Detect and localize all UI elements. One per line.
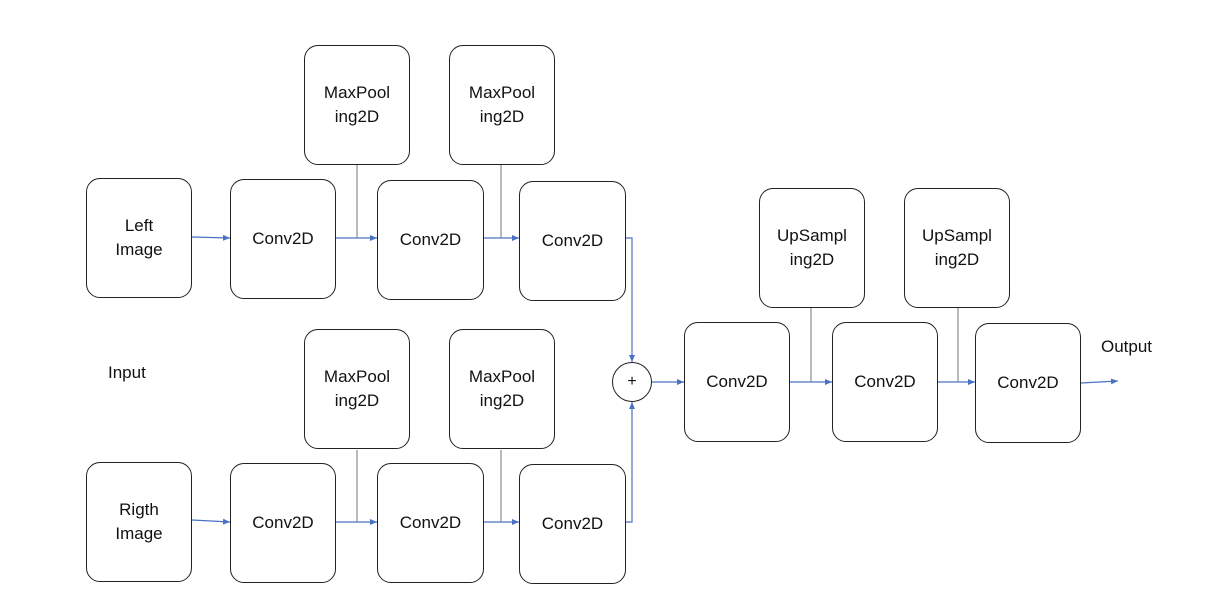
conv2d-bottom-1: Conv2D xyxy=(230,463,336,583)
right-image-node: Rigth Image xyxy=(86,462,192,582)
maxpooling2d-label: MaxPool ing2D xyxy=(323,83,391,126)
upsampling2d-label: UpSampl ing2D xyxy=(777,226,847,269)
arrow-left-image-to-conv xyxy=(191,234,231,241)
conv2d-label: Conv2D xyxy=(252,229,314,248)
maxpooling2d-top-2: MaxPool ing2D xyxy=(449,45,555,165)
maxpooling2d-label: MaxPool ing2D xyxy=(468,83,536,126)
maxpooling2d-label: MaxPool ing2D xyxy=(323,367,391,410)
conv2d-label: Conv2D xyxy=(854,372,916,391)
conv2d-label: Conv2D xyxy=(706,372,768,391)
maxpooling2d-bottom-2: MaxPool ing2D xyxy=(449,329,555,449)
maxpooling2d-label: MaxPool ing2D xyxy=(468,367,536,410)
sum-node: + xyxy=(612,362,652,402)
input-label: Input xyxy=(108,363,146,382)
output-label: Output xyxy=(1101,337,1153,356)
conv2d-label: Conv2D xyxy=(541,231,604,250)
left-image-node: Left Image xyxy=(86,178,192,298)
conv2d-bottom-3: Conv2D xyxy=(519,464,626,584)
conv2d-label: Conv2D xyxy=(399,230,462,249)
conv2d-decoder-2: Conv2D xyxy=(832,322,938,442)
arrow-right-image-to-conv xyxy=(191,518,231,525)
conv2d-label: Conv2D xyxy=(399,513,462,532)
conv2d-decoder-3: Conv2D xyxy=(975,323,1081,443)
upsampling2d-label: UpSampl ing2D xyxy=(922,226,992,269)
maxpooling2d-bottom-1: MaxPool ing2D xyxy=(304,329,410,449)
left-image-label: Left Image xyxy=(115,216,163,259)
conv2d-decoder-1: Conv2D xyxy=(684,322,790,442)
upsampling2d-2: UpSampl ing2D xyxy=(904,188,1010,308)
conv2d-top-2: Conv2D xyxy=(377,180,484,300)
conv2d-top-3: Conv2D xyxy=(519,181,626,301)
upsampling2d-1: UpSampl ing2D xyxy=(759,188,865,308)
sum-symbol: + xyxy=(627,373,637,390)
conv2d-label: Conv2D xyxy=(252,513,314,532)
right-image-label: Rigth Image xyxy=(115,500,163,543)
arrow-output xyxy=(1080,378,1119,385)
arrow-bottom-to-sum xyxy=(626,402,635,523)
conv2d-label: Conv2D xyxy=(997,373,1059,392)
maxpooling2d-top-1: MaxPool ing2D xyxy=(304,45,410,165)
conv2d-top-1: Conv2D xyxy=(230,179,336,299)
arrow-top-to-sum xyxy=(626,237,635,362)
conv2d-label: Conv2D xyxy=(541,514,604,533)
conv2d-bottom-2: Conv2D xyxy=(377,463,484,583)
